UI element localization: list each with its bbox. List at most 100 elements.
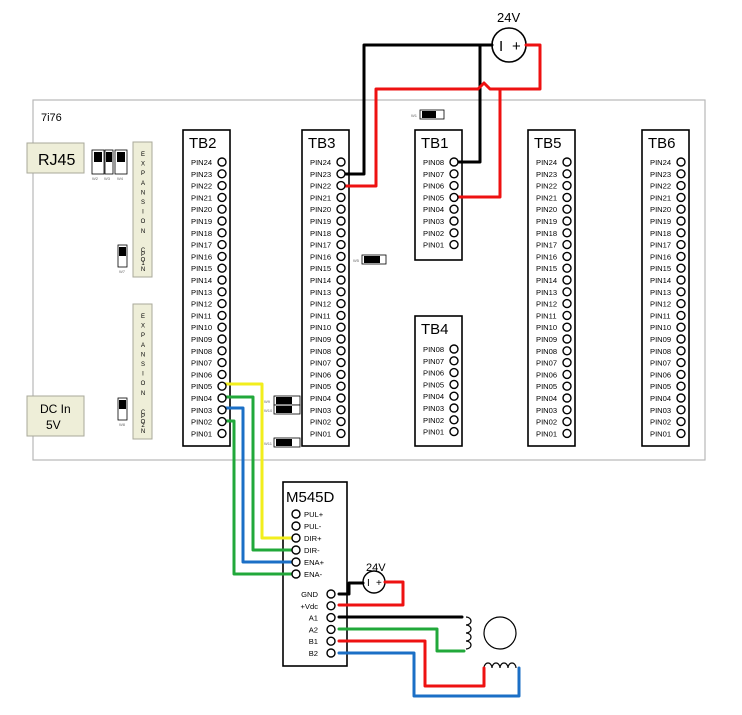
- tb4-pin-label: PIN01: [423, 428, 444, 437]
- driver-signal-terminal: [291, 509, 301, 519]
- tb6-pin-terminal: [676, 405, 686, 415]
- rj45-label: RJ45: [38, 152, 75, 169]
- tb3-pin-terminal: [336, 263, 346, 273]
- tb6-pin-terminal: [676, 239, 686, 250]
- tb6-pin-terminal: [676, 369, 686, 380]
- tb1-pin-terminal: [449, 228, 459, 238]
- tb3-pin-terminal: [336, 310, 346, 321]
- jumper-w2: W2: [91, 149, 105, 181]
- tb5-pin-terminal: [562, 310, 572, 321]
- tb5-pin-terminal: [562, 192, 572, 203]
- tb2-pin-terminal: [217, 416, 227, 427]
- supply-top-circle: [491, 27, 527, 63]
- tb1-pin-terminal: [449, 180, 459, 191]
- tb6-pin-label: PIN22: [650, 182, 671, 191]
- expansion-letter: E: [141, 314, 145, 320]
- tb2-pin-label: PIN15: [191, 264, 212, 273]
- tb5-pin-label: PIN24: [536, 158, 557, 167]
- tb5-pin-terminal: [562, 405, 572, 415]
- expansion-connector-p1: [132, 141, 153, 278]
- tb6-pin-terminal: [676, 322, 686, 332]
- tb3-pin-terminal: [336, 393, 346, 403]
- tb2-pin-label: PIN01: [191, 429, 212, 438]
- tb3-pin-label: PIN08: [310, 347, 331, 356]
- tb6-pin-terminal: [676, 298, 686, 309]
- tb4-pin-terminal: [449, 403, 459, 413]
- tb3-pin-terminal: [336, 157, 346, 167]
- tb4-pin-label: PIN08: [423, 345, 444, 354]
- tb3-pin-terminal: [336, 192, 346, 203]
- wire-tb1-black: [450, 43, 482, 164]
- supply-driver-plus: +: [376, 578, 382, 589]
- tb6-pin-terminal: [676, 228, 686, 238]
- tb2-pin-terminal: [217, 216, 227, 226]
- tb5-pin-label: PIN23: [536, 170, 557, 179]
- tb6-pin-label: PIN11: [650, 311, 671, 320]
- driver-signal-label: PUL+: [304, 510, 324, 519]
- svg-text:W1: W1: [411, 113, 418, 118]
- expansion-letter: N: [141, 190, 145, 196]
- tb2-pin-label: PIN17: [191, 241, 212, 250]
- tb3-pin-terminal: [336, 381, 346, 391]
- wire-tb1-red: [450, 87, 502, 199]
- expansion-letter: X: [141, 324, 145, 330]
- tb5-title: TB5: [534, 135, 562, 152]
- tb3-pin-terminal: [336, 369, 346, 380]
- supply-top-label: 24V: [497, 10, 520, 25]
- tb6-pin-terminal: [676, 204, 686, 214]
- tb2-pin-label: PIN07: [191, 359, 212, 368]
- tb4-pin-terminal: [449, 391, 459, 401]
- tb2-pin-terminal: [217, 322, 227, 332]
- tb2-pin-terminal: [217, 381, 227, 391]
- tb5-pin-label: PIN01: [536, 429, 557, 438]
- tb6-pin-label: PIN14: [650, 276, 671, 285]
- tb3-pin-label: PIN18: [310, 229, 331, 238]
- tb4-pin-label: PIN03: [423, 404, 444, 413]
- tb2-pin-label: PIN03: [191, 406, 212, 415]
- tb6-pin-label: PIN15: [650, 264, 671, 273]
- tb3-pin-terminal: [336, 334, 346, 344]
- tb5-pin-terminal: [562, 157, 572, 167]
- tb1-pin-label: PIN07: [423, 170, 444, 179]
- wire-top-red: [342, 43, 542, 188]
- jumper-w3: W3: [104, 149, 114, 181]
- tb1-pin-label: PIN01: [423, 241, 444, 250]
- driver-power-label: B1: [309, 637, 318, 646]
- tb5-pin-terminal: [562, 169, 572, 179]
- tb6-pin-terminal: [676, 216, 686, 226]
- tb5-pin-terminal: [562, 251, 572, 262]
- tb4-pin-label: PIN02: [423, 416, 444, 425]
- tb3-pin-terminal: [336, 416, 346, 427]
- tb3-pin-label: PIN19: [310, 217, 331, 226]
- tb3-pin-label: PIN21: [310, 193, 331, 202]
- tb5-pin-label: PIN06: [536, 370, 557, 379]
- tb3-pin-terminal: [336, 169, 346, 179]
- driver-signal-terminal: [291, 557, 301, 567]
- tb5-pin-terminal: [562, 275, 572, 285]
- svg-text:W3: W3: [104, 176, 111, 181]
- tb6-pin-terminal: [676, 169, 686, 179]
- tb2-pin-terminal: [217, 169, 227, 179]
- expansion-letter: O: [141, 420, 146, 426]
- tb2-pin-terminal: [217, 346, 227, 356]
- tb2-pin-label: PIN02: [191, 418, 212, 427]
- expansion-letter: E: [141, 152, 145, 158]
- driver-power-label: GND: [301, 590, 318, 599]
- tb6-pin-terminal: [676, 157, 686, 167]
- tb5-pin-terminal: [562, 263, 572, 273]
- tb6-pin-terminal: [676, 381, 686, 391]
- motor-rotor: [483, 616, 517, 650]
- tb5-pin-terminal: [562, 287, 572, 297]
- tb6-pin-label: PIN06: [650, 370, 671, 379]
- driver-title: M545D: [286, 489, 335, 506]
- tb6-pin-label: PIN07: [650, 359, 671, 368]
- tb2-pin-label: PIN21: [191, 193, 212, 202]
- expansion-letter: O: [141, 258, 146, 264]
- stepper-motor: [465, 616, 517, 669]
- tb6-pin-label: PIN21: [650, 193, 671, 202]
- tb5-pin-label: PIN12: [536, 300, 557, 309]
- tb3-pin-terminal: [336, 228, 346, 238]
- tb2-pin-terminal: [217, 298, 227, 309]
- tb3-pin-terminal: [336, 322, 346, 332]
- wire-vdc-red: [337, 580, 405, 607]
